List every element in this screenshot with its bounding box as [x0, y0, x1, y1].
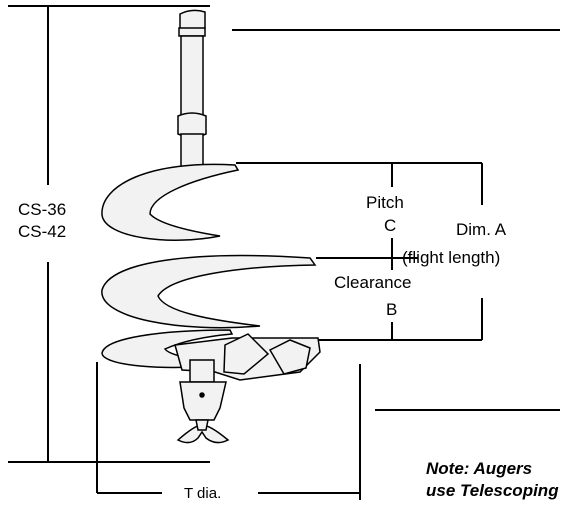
pitch-c-label: C: [384, 216, 397, 235]
overall-height-dimension: [8, 5, 210, 463]
note-line-2: use Telescoping: [426, 481, 559, 500]
dim-a-label: Dim. A: [456, 220, 507, 239]
t-dia-label: T dia.: [184, 485, 222, 502]
cutting-head: [174, 333, 321, 444]
auger-shaft: [177, 9, 207, 175]
pitch-label: Pitch: [366, 193, 404, 212]
model-label-cs42: CS-42: [18, 222, 67, 241]
model-label-cs36: CS-36: [18, 200, 67, 219]
flight-length-label: (flight length): [402, 248, 501, 267]
auger-flights: [101, 163, 317, 369]
clearance-label: Clearance: [334, 273, 412, 292]
t-dia-dimension: [96, 362, 361, 500]
clearance-b-label: B: [386, 300, 398, 319]
flight-dimensions: [236, 162, 483, 341]
note-line-1: Note: Augers: [426, 459, 533, 478]
